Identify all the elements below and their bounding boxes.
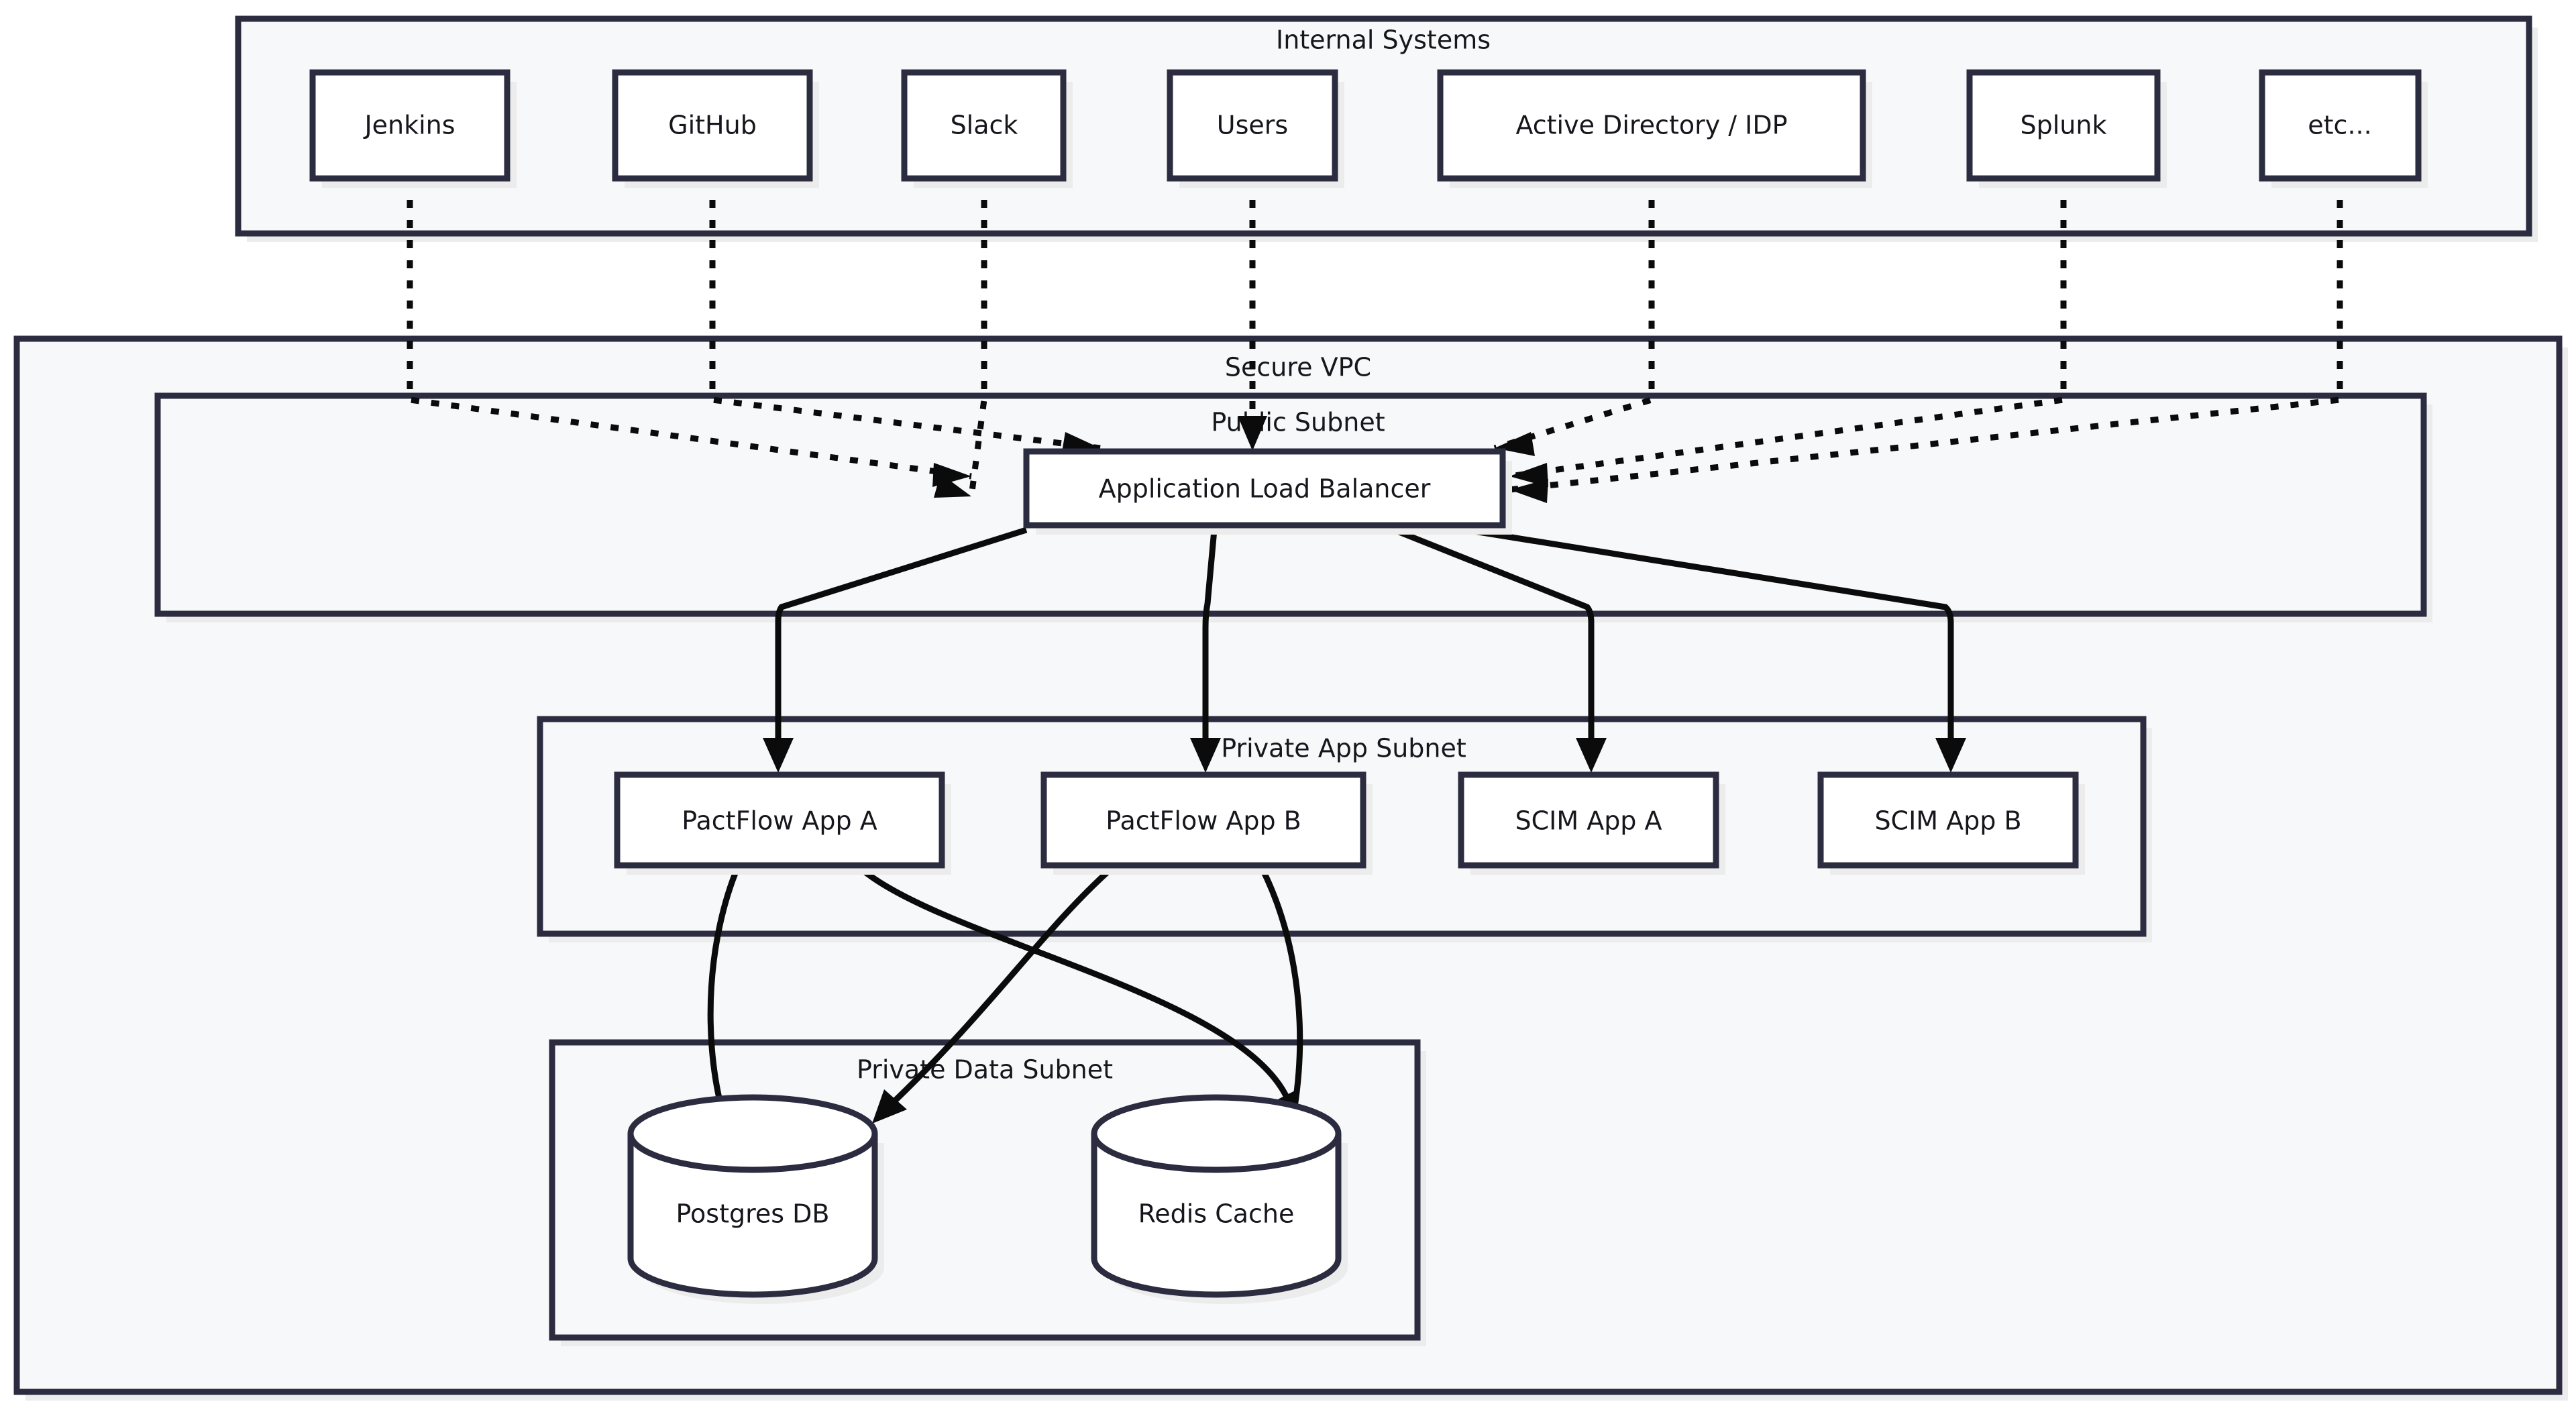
edge-alb-pactflow-app-a <box>775 527 1028 745</box>
edge-etc-alb-arrowhead <box>1509 479 1548 503</box>
node-scim-app-b-rect[interactable] <box>1817 771 2079 869</box>
node-redis-cache[interactable]: Redis Cache <box>1091 1094 1348 1304</box>
edge-alb-pactflow-app-b-arrowhead <box>1190 738 1221 773</box>
node-redis-cache-label: Redis Cache <box>1138 1199 1295 1229</box>
edge-alb-scim-app-b <box>1465 527 1954 745</box>
edge-alb-scim-app-a <box>1393 527 1595 745</box>
node-slack-rect[interactable] <box>901 69 1067 182</box>
edge-alb-pactflow-app-a-arrowhead <box>763 738 794 773</box>
node-active-directory[interactable]: Active Directory / IDP <box>1437 69 1872 188</box>
edges-alb-to-apps <box>763 527 1966 773</box>
node-alb-label: Application Load Balancer <box>1099 474 1431 504</box>
node-users-label: Users <box>1217 111 1288 140</box>
node-github-rect[interactable] <box>612 69 813 182</box>
node-jenkins[interactable]: Jenkins <box>309 69 517 188</box>
node-etc[interactable]: etc... <box>2259 69 2428 188</box>
node-slack-label: Slack <box>951 111 1018 140</box>
edge-alb-pactflow-app-b <box>1202 529 1218 745</box>
edge-slack-alb <box>968 180 987 497</box>
edge-slack-alb-arrowhead <box>934 474 971 498</box>
edge-splunk-alb-arrowhead <box>1509 463 1548 487</box>
node-redis-cache-body[interactable] <box>1091 1134 1342 1298</box>
edge-alb-scim-app-b-arrowhead <box>1935 738 1966 773</box>
node-etc-label: etc... <box>2308 111 2371 140</box>
cluster-public-subnet-label: Public Subnet <box>1211 408 1385 437</box>
node-jenkins-rect[interactable] <box>309 69 511 182</box>
node-scim-app-a-label: SCIM App A <box>1515 806 1662 836</box>
node-postgres-db[interactable]: Postgres DB <box>627 1094 884 1304</box>
node-application-load-balancer[interactable]: Application Load Balancer <box>1023 448 1512 535</box>
node-redis-cache-top <box>1091 1094 1342 1173</box>
edge-pactflow-app-b-redis <box>1258 865 1303 1107</box>
node-github[interactable]: GitHub <box>612 69 819 188</box>
node-postgres-db-top <box>627 1094 878 1173</box>
node-slack[interactable]: Slack <box>901 69 1073 188</box>
node-alb-rect[interactable] <box>1023 448 1506 529</box>
node-splunk-rect[interactable] <box>1966 69 2161 182</box>
node-splunk-label: Splunk <box>2021 111 2107 140</box>
node-github-label: GitHub <box>668 111 757 140</box>
node-pactflow-app-a-rect[interactable] <box>614 771 945 869</box>
node-splunk[interactable]: Splunk <box>1966 69 2167 188</box>
node-users-rect[interactable] <box>1167 69 1338 182</box>
edge-alb-scim-app-a-arrowhead <box>1576 738 1607 773</box>
cluster-private-data-subnet-label: Private Data Subnet <box>857 1055 1113 1085</box>
node-postgres-db-label: Postgres DB <box>676 1199 829 1229</box>
node-pactflow-app-b-rect[interactable] <box>1040 771 1366 869</box>
edge-pactflow-app-a-postgres <box>707 865 741 1108</box>
node-pactflow-app-b[interactable]: PactFlow App B <box>1040 771 1373 875</box>
node-etc-rect[interactable] <box>2259 69 2422 182</box>
node-scim-app-b[interactable]: SCIM App B <box>1817 771 2085 875</box>
node-pactflow-app-a-label: PactFlow App A <box>682 806 877 836</box>
node-active-directory-rect[interactable] <box>1437 69 1866 182</box>
node-scim-app-a[interactable]: SCIM App A <box>1458 771 1725 875</box>
cluster-public-subnet: Public Subnet <box>154 392 2432 622</box>
edge-pactflow-app-a-redis <box>856 864 1291 1101</box>
node-active-directory-label: Active Directory / IDP <box>1515 111 1787 140</box>
node-jenkins-label: Jenkins <box>363 111 455 140</box>
cluster-internal-systems-label: Internal Systems <box>1276 25 1491 55</box>
cluster-public-subnet-rect <box>154 392 2427 617</box>
edge-pactflow-app-b-postgres <box>893 864 1116 1103</box>
node-scim-app-b-label: SCIM App B <box>1874 806 2021 836</box>
cluster-secure-vpc-label: Secure VPC <box>1225 353 1371 382</box>
edge-users-alb-arrowhead <box>1238 416 1267 451</box>
node-postgres-db-body[interactable] <box>627 1134 878 1298</box>
node-pactflow-app-a[interactable]: PactFlow App A <box>614 771 951 875</box>
node-pactflow-app-b-label: PactFlow App B <box>1106 806 1301 836</box>
edge-active-directory-alb <box>1493 180 1655 451</box>
node-users[interactable]: Users <box>1167 69 1344 188</box>
edge-pactflow-app-b-postgres-arrowhead <box>872 1089 907 1124</box>
node-scim-app-a-rect[interactable] <box>1458 771 1719 869</box>
cluster-internal-systems: Internal Systems <box>235 15 2538 242</box>
cluster-private-app-subnet-label: Private App Subnet <box>1221 734 1466 763</box>
